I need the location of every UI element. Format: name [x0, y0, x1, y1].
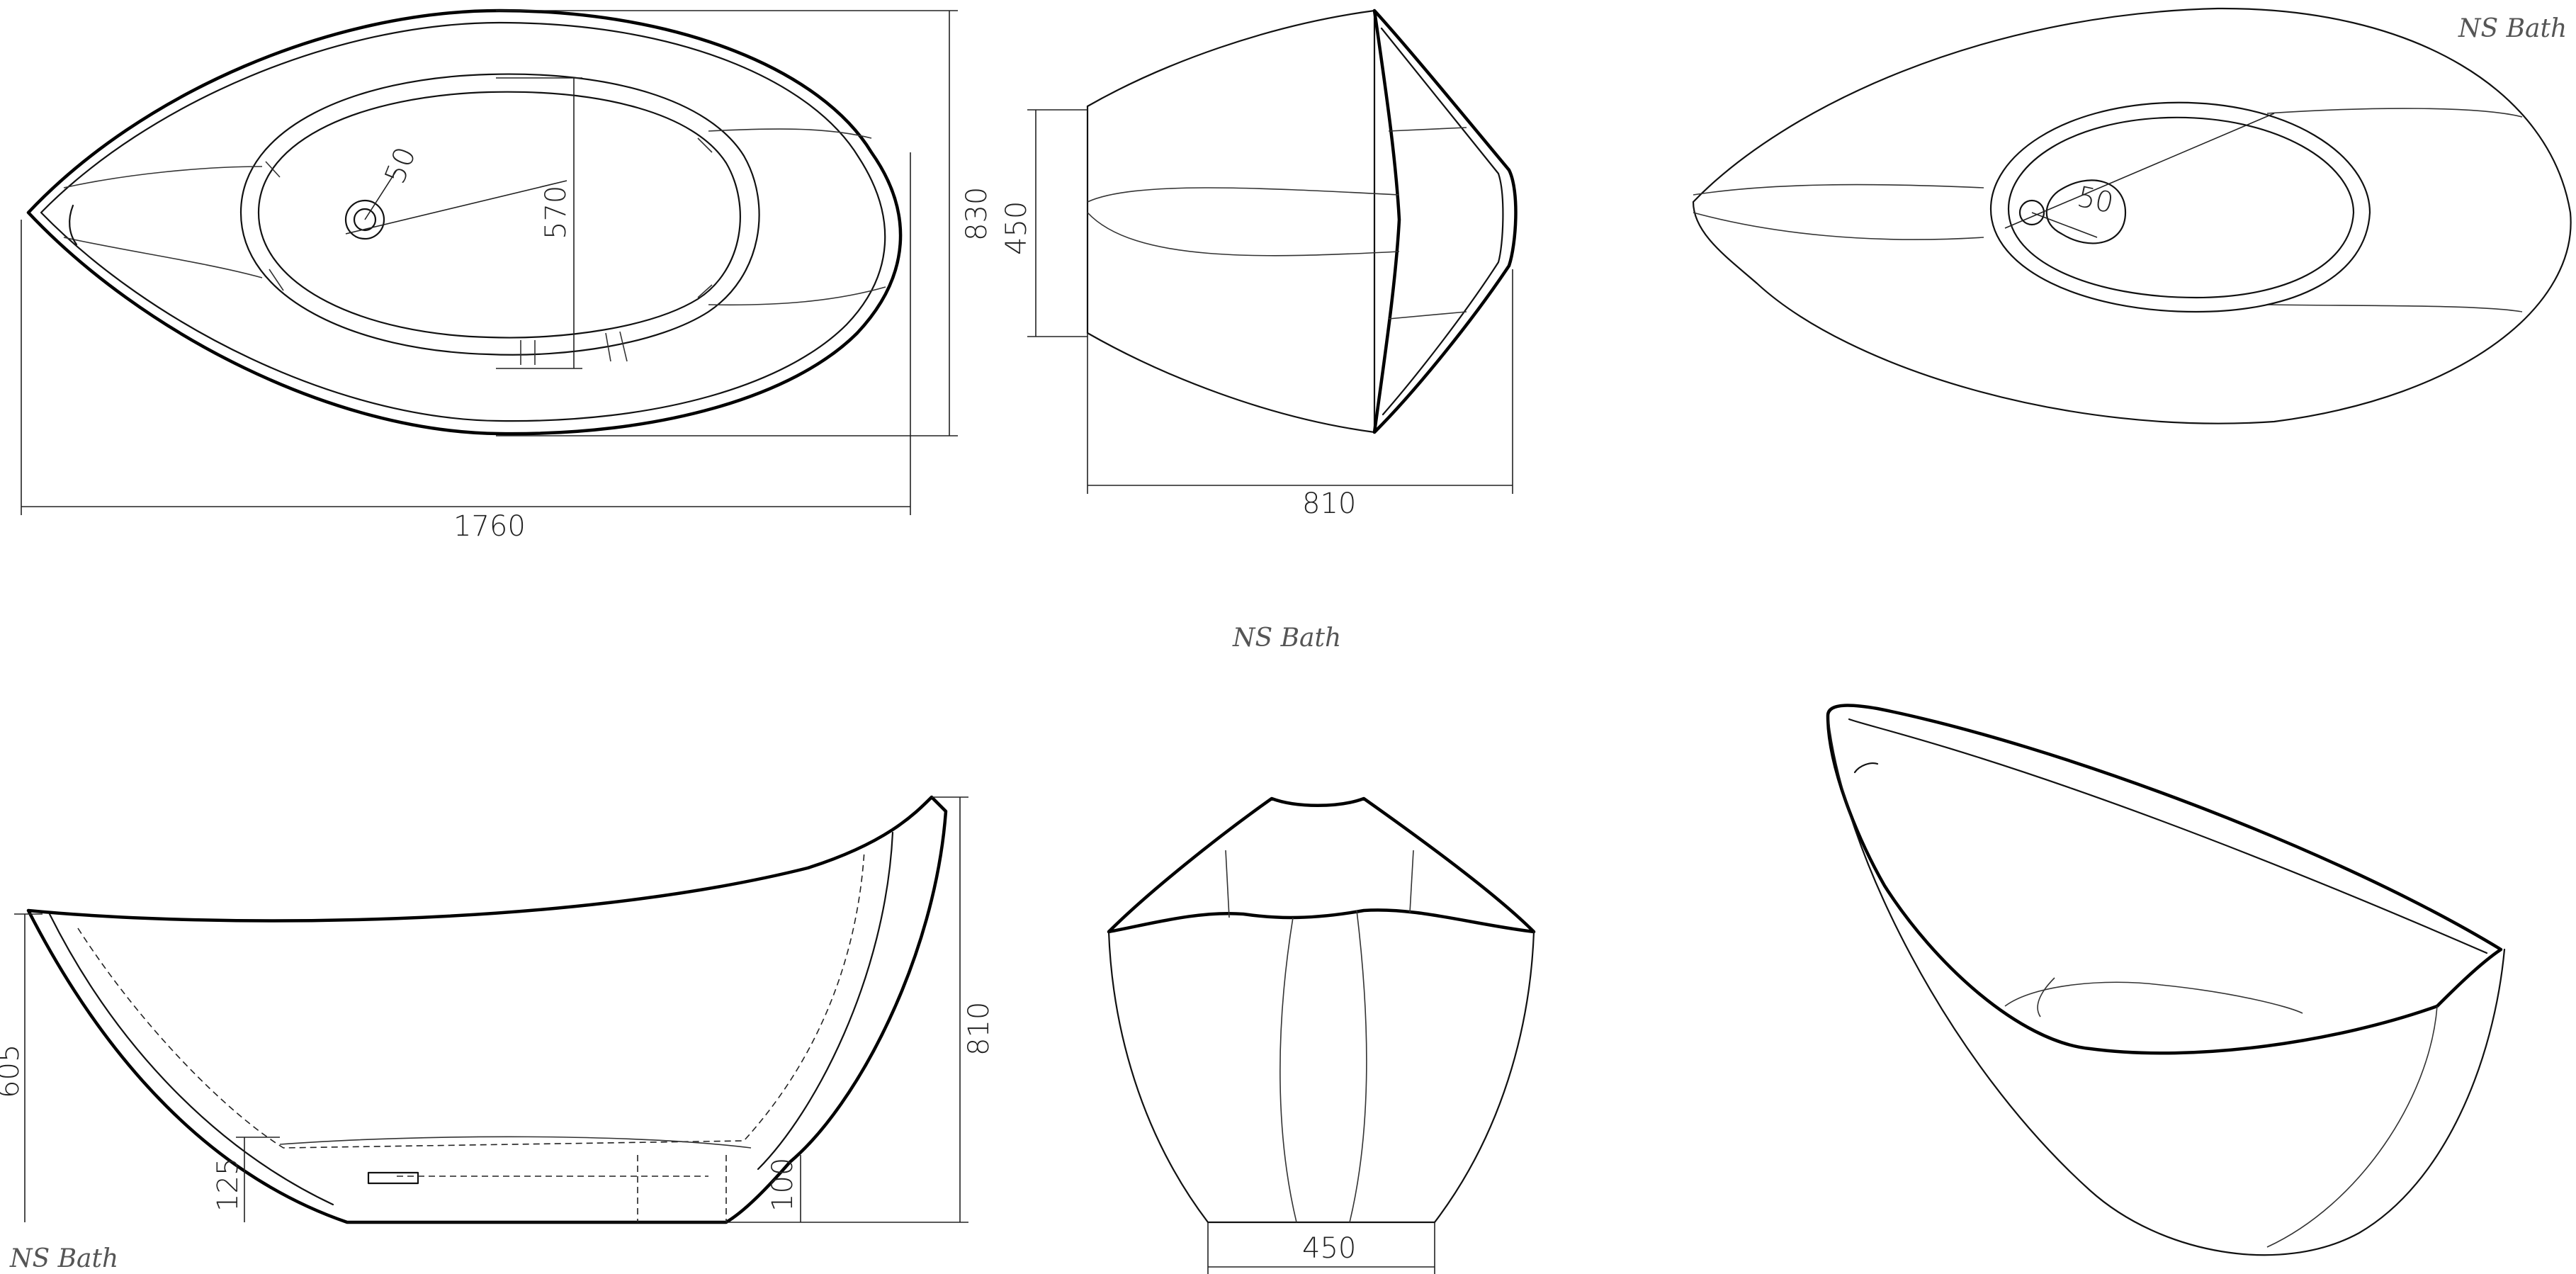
- top-drain-dimension: 50: [379, 142, 423, 188]
- end-height-dimension: 810: [1302, 487, 1356, 520]
- brand-watermark-bottom-left: NS Bath: [9, 1244, 118, 1273]
- side-base-left-dimension: 125: [212, 1158, 244, 1212]
- svg-text:NS Bath: NS Bath: [1232, 624, 1341, 653]
- svg-text:NS Bath: NS Bath: [9, 1244, 118, 1273]
- brand-watermark-center: NS Bath: [1232, 624, 1341, 653]
- top-width-dimension: 830: [961, 187, 993, 241]
- side-total-height-dimension: 810: [963, 1002, 995, 1056]
- top-inner-width-dimension: 570: [540, 186, 572, 239]
- end-inner-dimension: 450: [1000, 201, 1033, 255]
- side-base-right-dimension: 100: [767, 1158, 799, 1212]
- side-rim-height-dimension: 605: [0, 1044, 26, 1098]
- brand-watermark-top-right: NS Bath: [2458, 14, 2567, 43]
- front-base-width-dimension: 450: [1302, 1232, 1356, 1265]
- bottom-view: 50: [1692, 7, 2572, 424]
- top-view: 50 570 830 1760: [21, 9, 993, 543]
- end-view: 450 810: [1000, 9, 1518, 520]
- svg-text:NS Bath: NS Bath: [2458, 14, 2567, 43]
- perspective-view: [1826, 704, 2506, 1256]
- top-length-dimension: 1760: [453, 510, 526, 543]
- bottom-drain-dimension: 50: [2074, 181, 2116, 220]
- front-view: 450: [1107, 796, 1536, 1274]
- side-view: 605 810 125 100: [0, 795, 995, 1224]
